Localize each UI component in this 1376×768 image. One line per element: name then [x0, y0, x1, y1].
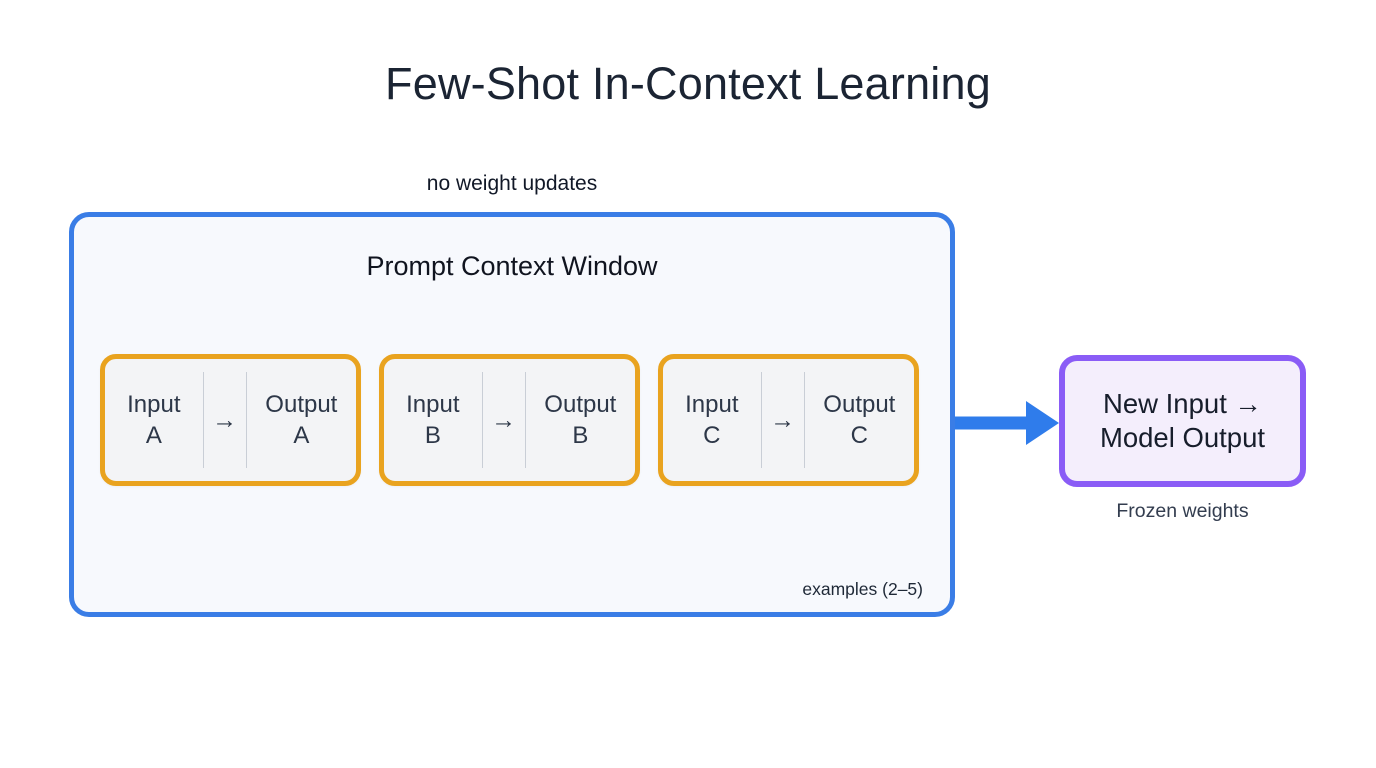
cell-divider: [202, 372, 204, 468]
input-label: Input: [406, 391, 460, 418]
arrow-right-icon: →: [770, 405, 796, 434]
arrow-right-icon: →: [491, 405, 517, 434]
input-id: C: [703, 422, 721, 449]
input-cell: Input C: [663, 359, 761, 481]
output-cell: Output B: [526, 359, 635, 481]
cell-divider: [760, 372, 762, 468]
example-card-b: Input B → Output B: [379, 354, 640, 486]
model-box-line1: New Input →: [1103, 388, 1262, 419]
output-id: C: [850, 422, 868, 449]
input-id: B: [424, 422, 441, 449]
output-cell: Output C: [805, 359, 914, 481]
example-card-a: Input A → Output A: [100, 354, 361, 486]
cell-divider: [245, 372, 247, 468]
input-cell: Input A: [105, 359, 203, 481]
input-cell: Input B: [384, 359, 482, 481]
cell-divider: [524, 372, 526, 468]
input-id: A: [145, 422, 162, 449]
output-id: B: [572, 422, 589, 449]
example-cards-row: Input A → Output A Input B →: [100, 354, 919, 486]
flow-arrow-icon: [955, 398, 1059, 448]
output-label: Output: [823, 391, 896, 418]
no-weight-updates-label: no weight updates: [426, 172, 598, 195]
model-box-line2: Model Output: [1099, 422, 1266, 453]
arrow-right-icon: →: [212, 405, 238, 434]
model-output-box: New Input → Model Output: [1059, 355, 1306, 487]
output-cell: Output A: [247, 359, 356, 481]
output-label: Output: [265, 391, 338, 418]
prompt-context-window-title: Prompt Context Window: [366, 251, 658, 281]
page-title: Few-Shot In-Context Learning: [385, 58, 991, 109]
cell-divider: [481, 372, 483, 468]
example-card-c: Input C → Output C: [658, 354, 919, 486]
input-label: Input: [685, 391, 739, 418]
prompt-context-window: Prompt Context Window Input A → Output A…: [69, 212, 955, 617]
output-id: A: [293, 422, 310, 449]
frozen-weights-label: Frozen weights: [1116, 500, 1249, 522]
examples-count-label: examples (2–5): [802, 579, 923, 599]
cell-divider: [803, 372, 805, 468]
input-label: Input: [127, 391, 181, 418]
output-label: Output: [544, 391, 617, 418]
